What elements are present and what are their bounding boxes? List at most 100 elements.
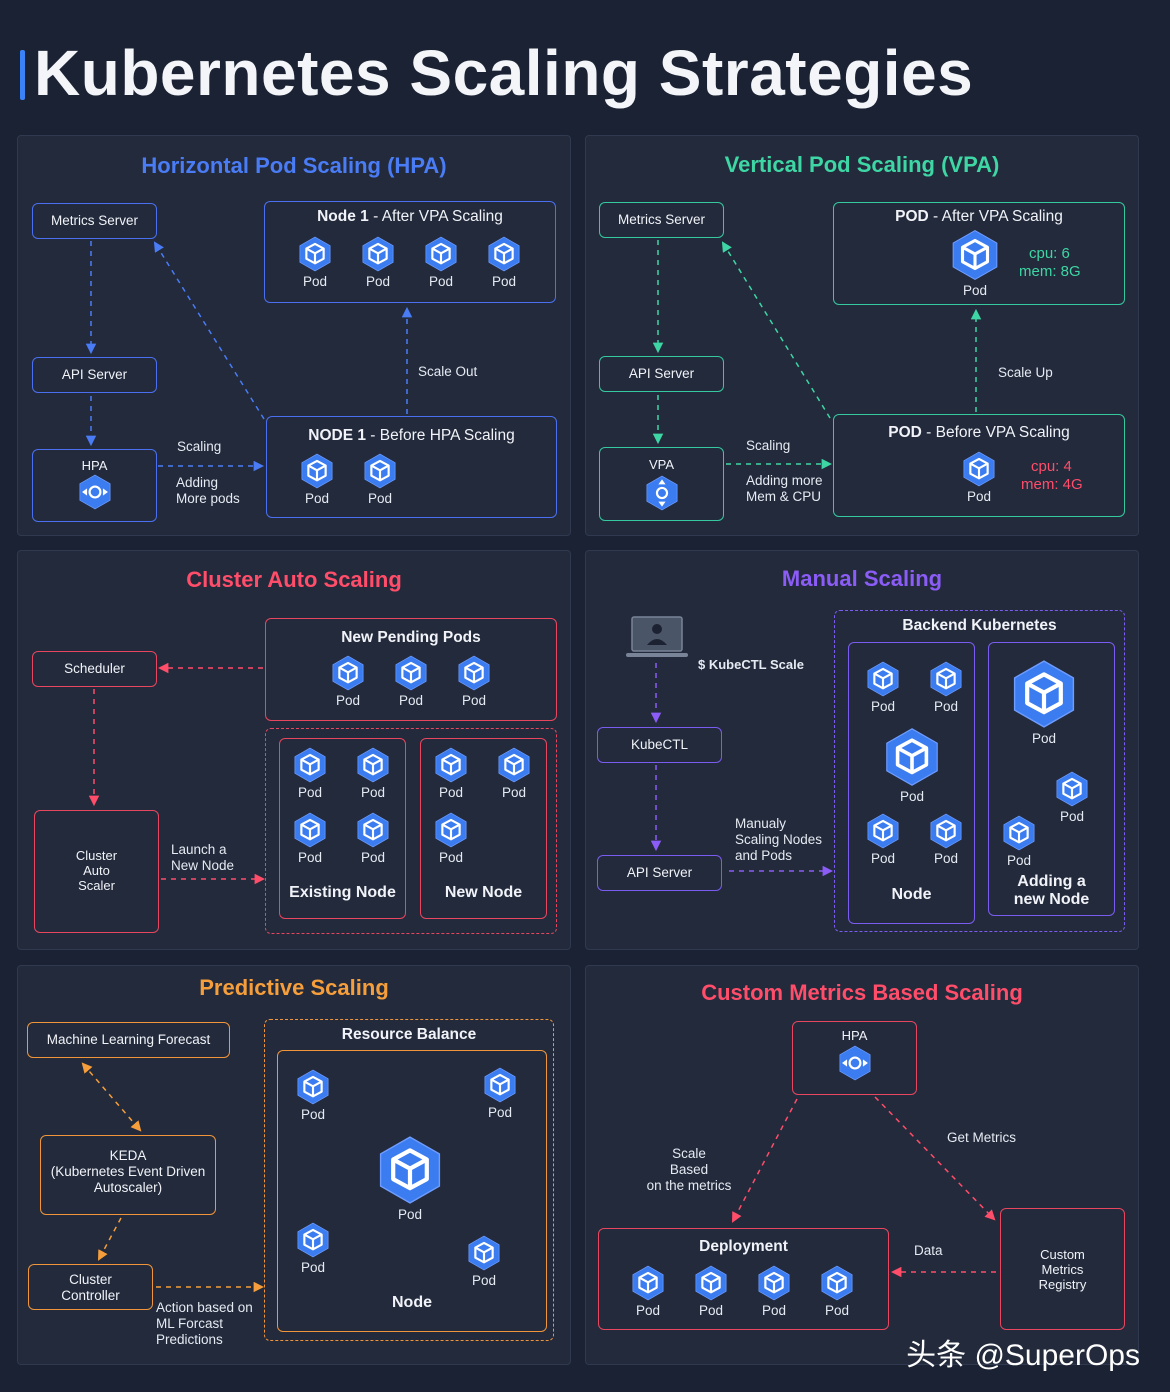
existing-node-box: Pod Pod Pod Pod Existing Node bbox=[279, 738, 406, 919]
title-accent-bar bbox=[20, 50, 25, 100]
manual-panel: Manual Scaling $ KubeCTL Scale KubeCTL A… bbox=[585, 550, 1139, 950]
pod-icon: Pod bbox=[689, 1265, 733, 1318]
predictive-node-box: Pod Pod Pod Pod Pod Node bbox=[277, 1050, 547, 1332]
pod-icon: Pod bbox=[326, 655, 370, 708]
scheduler-box: Scheduler bbox=[32, 651, 157, 687]
ml-forecast-box: Machine Learning Forecast bbox=[27, 1022, 230, 1058]
get-metrics-label: Get Metrics bbox=[947, 1130, 1017, 1145]
new-node-box: Pod Pod Pod New Node bbox=[420, 738, 547, 919]
pod-icon: Pod bbox=[419, 236, 463, 289]
hpa-after-node-title: Node 1 - After VPA Scaling bbox=[317, 208, 503, 225]
pod-icon: Pod bbox=[291, 1069, 335, 1122]
vpa-controller-box: VPA bbox=[599, 447, 724, 521]
scheduler-label: Scheduler bbox=[64, 661, 125, 676]
kubectl-box: KubeCTL bbox=[597, 727, 722, 763]
cluster-controller-label: Cluster Controller bbox=[61, 1272, 120, 1303]
hpa-title: Horizontal Pod Scaling (HPA) bbox=[141, 153, 447, 178]
pod-icon: Pod bbox=[462, 1235, 506, 1288]
kubectl-command-label: $ KubeCTL Scale bbox=[698, 657, 804, 672]
hpa-scaling-label: Scaling bbox=[177, 439, 222, 454]
backend-kubernetes-group: Backend Kubernetes bbox=[834, 610, 1125, 932]
vpa-adding-label: Adding more Mem & CPU bbox=[746, 473, 823, 504]
keda-box: KEDA (Kubernetes Event Driven Autoscaler… bbox=[40, 1135, 216, 1215]
custom-metrics-registry-box: Custom Metrics Registry bbox=[1000, 1208, 1125, 1330]
pod-icon: Pod bbox=[492, 747, 536, 800]
backend-kubernetes-label: Backend Kubernetes bbox=[902, 617, 1057, 634]
pod-icon: Pod bbox=[626, 1265, 670, 1318]
manual-title: Manual Scaling bbox=[781, 566, 943, 591]
pod-icon: Pod bbox=[924, 813, 968, 866]
vpa-icon bbox=[640, 475, 684, 511]
pod-icon: Pod bbox=[478, 1067, 522, 1120]
hpa-metrics-server-label: Metrics Server bbox=[50, 213, 138, 228]
vpa-after-pod-box: POD - After VPA Scaling Pod cpu: 6 mem: … bbox=[833, 202, 1125, 305]
data-label: Data bbox=[914, 1243, 943, 1258]
pending-pods-title: New Pending Pods bbox=[341, 629, 481, 646]
pod-icon: Pod bbox=[356, 236, 400, 289]
vpa-before-mem: mem: 4G bbox=[1021, 476, 1083, 493]
launch-node-label: Launch a New Node bbox=[171, 842, 235, 873]
pod-icon: Pod bbox=[351, 812, 395, 865]
adding-node-label: Adding a new Node bbox=[1013, 873, 1090, 908]
hpa-adding-pods-label: Adding More pods bbox=[176, 475, 240, 506]
hpa-api-server-box: API Server bbox=[32, 357, 157, 393]
vpa-title: Vertical Pod Scaling (VPA) bbox=[724, 152, 1000, 177]
vpa-before-cpu: cpu: 4 bbox=[1031, 458, 1072, 475]
pod-icon: Pod bbox=[997, 815, 1041, 868]
vpa-metrics-server-box: Metrics Server bbox=[599, 202, 724, 238]
vpa-scaling-label: Scaling bbox=[746, 438, 791, 453]
hpa-after-node-box: Node 1 - After VPA Scaling Pod Pod Pod P… bbox=[264, 201, 556, 303]
cluster-panel: Cluster Auto Scaling Scheduler Cluster A… bbox=[17, 550, 571, 950]
cluster-controller-box: Cluster Controller bbox=[28, 1264, 153, 1310]
pod-icon: Pod bbox=[752, 1265, 796, 1318]
manual-api-server-box: API Server bbox=[597, 855, 722, 891]
pod-icon: Pod bbox=[482, 236, 526, 289]
pod-icon: Pod bbox=[291, 1222, 335, 1275]
pod-icon: Pod bbox=[288, 747, 332, 800]
hpa-controller-label: HPA bbox=[81, 458, 108, 473]
predictive-panel: Predictive Scaling Machine Learning Fore… bbox=[17, 965, 571, 1365]
new-node-label: New Node bbox=[444, 884, 523, 901]
custom-metrics-registry-label: Custom Metrics Registry bbox=[1038, 1247, 1087, 1292]
vpa-panel: Vertical Pod Scaling (VPA) Metrics Serve… bbox=[585, 135, 1139, 536]
action-label: Action based on ML Forcast Predictions bbox=[156, 1300, 253, 1347]
large-pod-icon: Pod bbox=[1008, 659, 1080, 746]
pod-icon: Pod bbox=[295, 453, 339, 506]
hpa-controller-box: HPA bbox=[32, 449, 157, 522]
vpa-after-mem: mem: 8G bbox=[1019, 263, 1081, 280]
pod-icon: Pod bbox=[957, 451, 1001, 504]
pod-icon: Pod bbox=[358, 453, 402, 506]
page-title: Kubernetes Scaling Strategies bbox=[34, 37, 974, 109]
hpa-panel: Horizontal Pod Scaling (HPA) Metrics Ser… bbox=[17, 135, 571, 536]
pod-icon: Pod bbox=[1050, 771, 1094, 824]
watermark: 头条 @SuperOps bbox=[906, 1339, 1140, 1372]
pod-icon: Pod bbox=[924, 661, 968, 714]
pod-icon: Pod bbox=[452, 655, 496, 708]
pod-icon: Pod bbox=[429, 747, 473, 800]
vpa-before-pod-title: POD - Before VPA Scaling bbox=[888, 424, 1070, 441]
hpa-before-node-title: NODE 1 - Before HPA Scaling bbox=[308, 427, 515, 444]
hpa-api-server-label: API Server bbox=[61, 367, 128, 382]
custom-panel: Custom Metrics Based Scaling HPA Get Met… bbox=[585, 965, 1139, 1365]
predictive-node-label: Node bbox=[392, 1294, 432, 1311]
deployment-label: Deployment bbox=[699, 1238, 788, 1255]
pod-icon: Pod bbox=[861, 661, 905, 714]
pending-pods-box: New Pending Pods Pod Pod Pod bbox=[265, 618, 557, 721]
hpa-metrics-server-box: Metrics Server bbox=[32, 203, 157, 239]
hpa-icon bbox=[73, 474, 117, 510]
vpa-scale-up-label: Scale Up bbox=[998, 365, 1053, 380]
vpa-api-server-label: API Server bbox=[628, 366, 695, 381]
cluster-autoscaler-label: Cluster Auto Scaler bbox=[75, 848, 118, 893]
ml-forecast-label: Machine Learning Forecast bbox=[46, 1032, 211, 1047]
scale-based-label: Scale Based on the metrics bbox=[646, 1146, 732, 1193]
hpa-before-node-box: NODE 1 - Before HPA Scaling Pod Pod bbox=[266, 416, 557, 518]
adding-node-box: Pod Pod Pod Adding a new Node bbox=[988, 642, 1115, 916]
existing-node-label: Existing Node bbox=[289, 884, 396, 901]
vpa-after-pod-title: POD - After VPA Scaling bbox=[895, 208, 1063, 225]
kubectl-label: KubeCTL bbox=[630, 737, 689, 752]
manual-api-server-label: API Server bbox=[626, 865, 693, 880]
pod-icon: Pod bbox=[389, 655, 433, 708]
pod-icon: Pod bbox=[351, 747, 395, 800]
resource-balance-group: Resource Balance bbox=[264, 1019, 554, 1341]
nodes-group bbox=[265, 728, 557, 934]
